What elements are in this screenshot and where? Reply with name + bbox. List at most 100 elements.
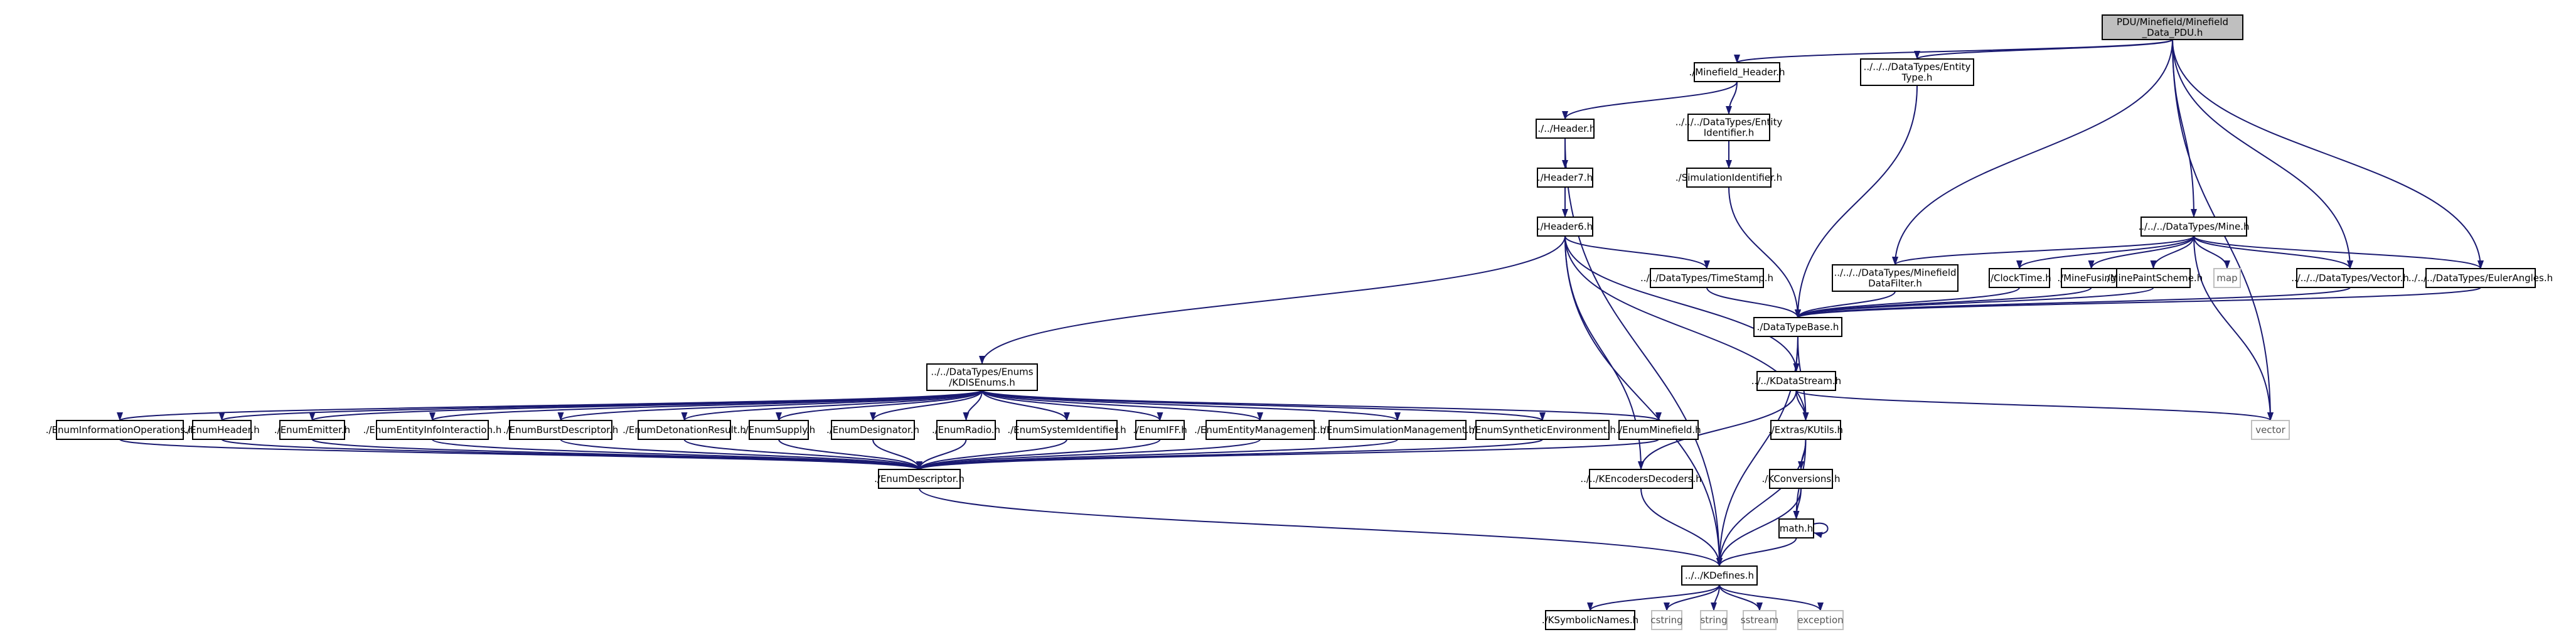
node-cstring[interactable]: cstring [1650, 610, 1683, 630]
node-label: ../../../DataTypes/Entity [1864, 62, 1971, 73]
edge-e_burst-to-edesc [560, 439, 922, 470]
node-hdr6[interactable]: ./Header6.h [1537, 217, 1593, 237]
node-label: _Data_PDU.h [2142, 27, 2203, 39]
node-label: ./EnumRadio.h [932, 424, 1000, 436]
node-math[interactable]: math.h [1778, 518, 1814, 538]
edge-kdef-to-sstream [1719, 584, 1763, 611]
node-e_mf[interactable]: ./EnumMinefield.h [1616, 420, 1701, 440]
node-label: map [2216, 272, 2237, 284]
edge-enums-to-e_det [681, 390, 983, 421]
node-simid[interactable]: ./SimulationIdentifier.h [1675, 168, 1782, 188]
node-box [1743, 610, 1777, 630]
node-label: ./EnumSyntheticEnvironment.h [1469, 424, 1616, 436]
edge-kdef-to-cstring [1664, 584, 1720, 611]
edge-enums-to-e_ent [429, 390, 983, 421]
node-e_sys[interactable]: ./EnumSystemIdentifier.h [1007, 420, 1126, 440]
node-label: ../../../DataTypes/EulerAngles.h [2408, 272, 2553, 284]
edge-enums-to-e_iff [981, 390, 1163, 421]
edge-enums-to-e_rad [963, 390, 983, 421]
edge-e_det-to-edesc [683, 439, 922, 470]
node-vector[interactable]: vector [2251, 420, 2290, 440]
node-label: ../../KDataStream.h [1751, 375, 1841, 387]
node-ksym[interactable]: ./KSymbolicNames.h [1542, 610, 1638, 630]
node-clock[interactable]: ./ClockTime.h [1987, 268, 2051, 288]
node-mpaint[interactable]: ./MinePaintScheme.h [2104, 268, 2203, 288]
node-extras[interactable]: ./Extras/KUtils.h [1768, 420, 1843, 440]
node-kconv[interactable]: ./KConversions.h [1761, 469, 1841, 489]
node-dtb[interactable]: ./DataTypeBase.h [1753, 317, 1842, 337]
node-exception[interactable]: exception [1797, 610, 1844, 630]
edge-root-to-euler [2172, 39, 2484, 269]
node-kdef[interactable]: ../../KDefines.h [1681, 565, 1758, 586]
node-e_ent[interactable]: ./EnumEntityInfoInteraction.h [363, 420, 502, 440]
node-e_io[interactable]: ./EnumInformationOperations.h [46, 420, 195, 440]
edge-mine-to-mpaint [2150, 235, 2194, 269]
edge-mhdr-to-eid [1726, 81, 1738, 115]
node-label: ../../KEncodersDecoders.h [1580, 473, 1701, 485]
node-enums[interactable]: ../../DataTypes/Enums/KDISEnums.h [926, 363, 1038, 391]
node-hdr[interactable]: ../../Header.h [1535, 119, 1596, 139]
node-box [1694, 62, 1780, 82]
node-box [1700, 610, 1728, 630]
node-e_det[interactable]: ./EnumDetonationResult.h [623, 420, 746, 440]
node-mine[interactable]: ../../../DataTypes/Mine.h [2138, 217, 2250, 237]
node-mfuse[interactable]: ./MineFusing.h [2057, 268, 2125, 288]
edge-root-to-vec [2172, 39, 2353, 269]
node-box [2213, 268, 2241, 288]
node-label: exception [1797, 614, 1843, 626]
node-kencdec[interactable]: ../../KEncodersDecoders.h [1580, 469, 1702, 489]
edge-enums-to-e_sup [776, 390, 983, 421]
node-e_sup[interactable]: ./EnumSupply.h [742, 420, 815, 440]
node-mhdr[interactable]: ./Minefield_Header.h [1689, 62, 1785, 82]
node-box [1769, 469, 1833, 489]
node-label: ./EnumDescriptor.h [874, 473, 965, 485]
node-label: ./EnumSystemIdentifier.h [1007, 424, 1126, 436]
node-label: /KDISEnums.h [949, 377, 1015, 388]
node-e_iff[interactable]: ./EnumIFF.h [1133, 420, 1187, 440]
node-label: string [1700, 614, 1727, 626]
node-sstream[interactable]: sstream [1741, 610, 1778, 630]
node-e_emit[interactable]: ./EnumEmitter.h [274, 420, 350, 440]
node-label: cstring [1650, 614, 1682, 626]
node-label: ./ClockTime.h [1987, 272, 2051, 284]
node-box [1860, 58, 1974, 86]
node-euler[interactable]: ../../../DataTypes/EulerAngles.h [2408, 268, 2553, 288]
node-e_sim[interactable]: ./EnumSimulationManagement.h [1320, 420, 1475, 440]
node-box [1537, 168, 1593, 188]
node-kds[interactable]: ../../KDataStream.h [1751, 371, 1841, 391]
edge-clock-to-dtb [1795, 287, 2020, 318]
node-map[interactable]: map [2213, 268, 2241, 288]
node-vec[interactable]: ../../../DataTypes/Vector.h [2291, 268, 2409, 288]
node-label: vector [2255, 424, 2285, 436]
edge-kds-to-kencdec [1638, 390, 1797, 470]
edge-ts-to-dtb [1706, 287, 1801, 318]
edge-kconv-to-kdef [1716, 488, 1802, 567]
node-e_des[interactable]: ./EnumDesignator.h [826, 420, 919, 440]
node-root[interactable]: PDU/Minefield/Minefield_Data_PDU.h [2102, 14, 2243, 40]
node-box [1618, 420, 1699, 440]
node-label: ./EnumSupply.h [742, 424, 815, 436]
node-label: sstream [1741, 614, 1778, 626]
node-box [279, 420, 345, 440]
node-e_rad[interactable]: ./EnumRadio.h [932, 420, 1000, 440]
node-e_hdr[interactable]: ./EnumHeader.h [184, 420, 260, 440]
node-box [1687, 114, 1770, 141]
edge-vec-to-dtb [1795, 287, 2351, 318]
edge-e_sys-to-edesc [916, 439, 1067, 470]
node-e_burst[interactable]: ./EnumBurstDescriptor.h [503, 420, 618, 440]
node-e_em[interactable]: ./EnumEntityManagement.h [1194, 420, 1326, 440]
node-box [1135, 420, 1185, 440]
node-string[interactable]: string [1700, 610, 1728, 630]
node-label: ./KConversions.h [1761, 473, 1840, 485]
edge-mine-to-mfuse [2088, 235, 2194, 269]
node-label: math.h [1780, 523, 1813, 534]
node-e_syn[interactable]: ./EnumSyntheticEnvironment.h [1469, 420, 1616, 440]
node-edesc[interactable]: ./EnumDescriptor.h [874, 469, 965, 489]
node-hdr7[interactable]: ./Header7.h [1537, 168, 1593, 188]
node-box [56, 420, 184, 440]
node-ts[interactable]: ../../DataTypes/TimeStamp.h [1640, 268, 1773, 288]
